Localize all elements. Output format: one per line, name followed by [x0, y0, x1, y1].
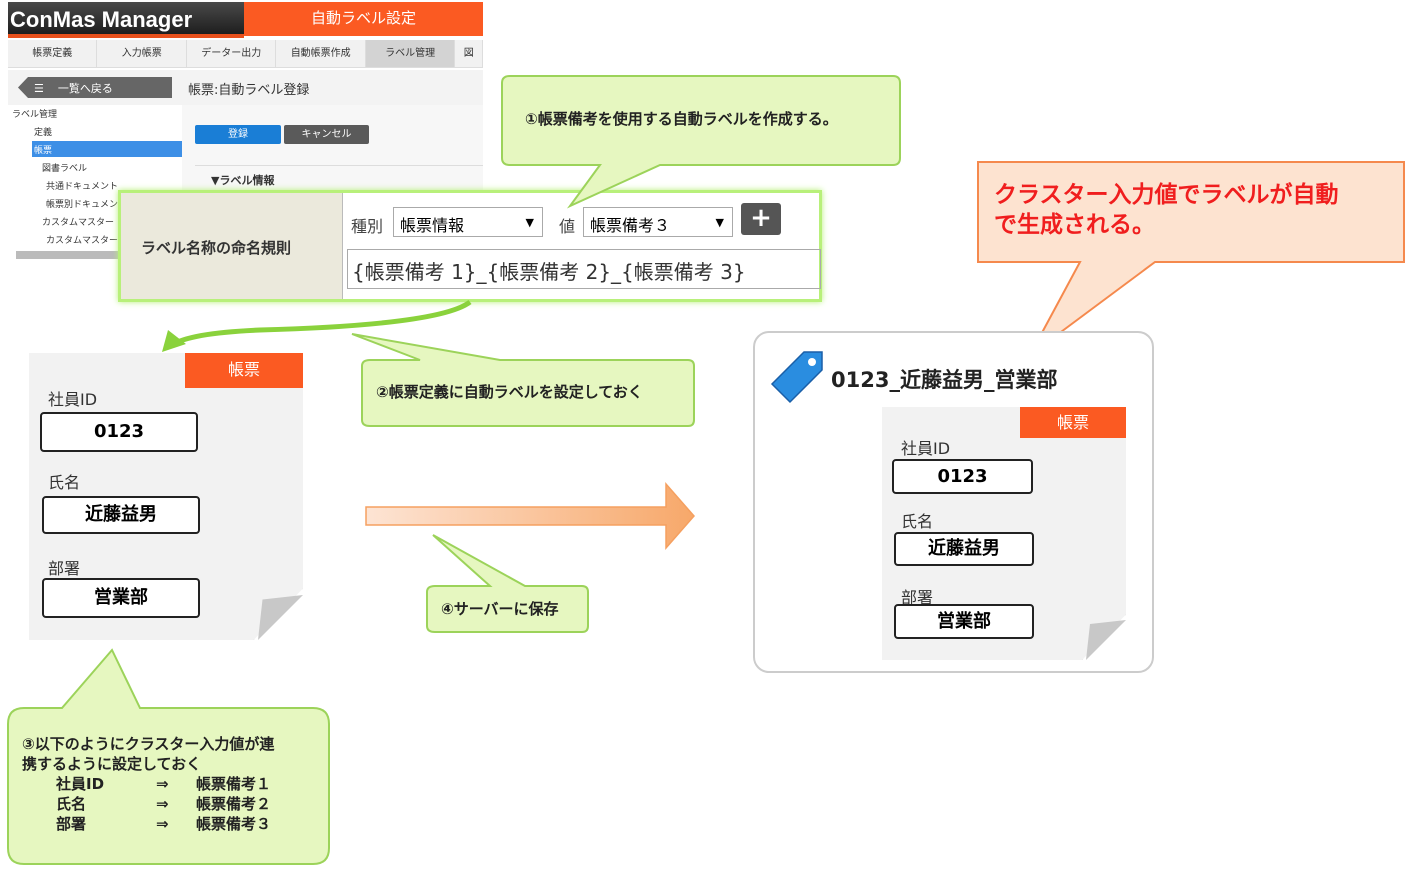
type-label: 種別 — [351, 217, 384, 236]
tab-data-output[interactable]: データー出力 — [187, 40, 277, 67]
back-button[interactable]: ☰ 一覧へ戻る — [18, 77, 172, 98]
right-arrow — [365, 482, 695, 550]
type-select[interactable]: 帳票情報▼ — [393, 207, 543, 237]
tab-form-def[interactable]: 帳票定義 — [8, 40, 98, 67]
tab-more[interactable]: 図 — [455, 40, 483, 67]
naming-rule-panel: ラベル名称の命名規則 種別 帳票情報▼ 値 帳票備考３▼ + {帳票備考 1}_… — [118, 190, 822, 302]
callout-4-text: ④サーバーに保存 — [441, 600, 559, 618]
callout-5-text: クラスター入力値でラベルが自動で生成される。 — [994, 182, 1339, 238]
formula-input[interactable]: {帳票備考 1}_{帳票備考 2}_{帳票備考 3} — [347, 249, 821, 289]
field-dept: 営業部 — [894, 604, 1034, 639]
field-dept[interactable]: 営業部 — [42, 578, 200, 618]
form-tag: 帳票 — [1020, 407, 1126, 438]
app-title: ConMas Manager — [8, 2, 244, 38]
section-header: ▼ラベル情報 — [195, 165, 483, 193]
cancel-button[interactable]: キャンセル — [284, 125, 369, 144]
callout-3-text: ③以下のようにクラスター入力値が連携するように設定しておく 社員ID⇒帳票備考１… — [22, 735, 275, 833]
callout-3-bubble — [7, 648, 330, 865]
callout-5-bubble — [977, 161, 1405, 356]
field-label: 社員ID — [48, 390, 98, 409]
tree-item-selected[interactable]: 帳票 — [32, 141, 182, 157]
field-employee-id: 0123 — [892, 459, 1033, 494]
rule-label: ラベル名称の命名規則 — [121, 193, 343, 299]
field-label: 氏名 — [48, 473, 81, 492]
value-label: 値 — [559, 217, 576, 236]
add-button[interactable]: + — [741, 203, 781, 235]
field-employee-id[interactable]: 0123 — [40, 412, 198, 452]
field-label: 氏名 — [901, 512, 934, 531]
tree-item[interactable]: 図書ラベル — [42, 164, 88, 174]
scrollbar[interactable] — [16, 251, 126, 259]
list-icon: ☰ — [34, 82, 58, 95]
page-title: 帳票:自動ラベル登録 — [188, 83, 310, 98]
callout-4-bubble — [426, 534, 589, 633]
field-name: 近藤益男 — [894, 532, 1034, 566]
callout-2-text: ②帳票定義に自動ラベルを設定しておく — [376, 383, 643, 401]
field-name[interactable]: 近藤益男 — [42, 496, 200, 534]
tree-item[interactable]: カスタムマスター — [46, 236, 119, 246]
tree-item[interactable]: 帳票別ドキュメント — [46, 200, 128, 210]
tab-input-form[interactable]: 入力帳票 — [97, 40, 187, 67]
curved-arrow-head — [162, 330, 186, 352]
back-label: 一覧へ戻る — [57, 82, 113, 95]
field-label: 部署 — [48, 559, 81, 578]
result-label: 0123_近藤益男_営業部 — [831, 368, 1058, 392]
form-tag: 帳票 — [185, 353, 303, 388]
field-label: 社員ID — [901, 439, 951, 458]
banner: 自動ラベル設定 — [244, 2, 483, 36]
result-form-document: 帳票 社員ID 0123 氏名 近藤益男 部署 営業部 — [882, 407, 1126, 660]
value-select[interactable]: 帳票備考３▼ — [583, 207, 733, 237]
tree-item[interactable]: ラベル管理 — [12, 110, 58, 120]
register-button[interactable]: 登録 — [195, 125, 281, 144]
tag-icon — [770, 351, 823, 404]
tree-item[interactable]: カスタムマスター — [42, 218, 115, 228]
callout-1-bubble — [501, 75, 901, 209]
nav-bar: 帳票定義 入力帳票 データー出力 自動帳票作成 ラベル管理 図 — [8, 40, 483, 68]
field-label: 部署 — [901, 588, 934, 607]
tree-item[interactable]: 定義 — [34, 128, 53, 138]
tree-item[interactable]: 共通ドキュメント — [46, 182, 119, 192]
callout-2-bubble — [351, 333, 695, 427]
form-document: 帳票 社員ID 0123 氏名 近藤益男 部署 営業部 — [29, 353, 303, 640]
tab-label-mgmt[interactable]: ラベル管理 — [365, 40, 456, 67]
callout-1-text: ①帳票備考を使用する自動ラベルを作成する。 — [525, 110, 838, 128]
curved-arrow — [170, 299, 472, 348]
tab-auto-form[interactable]: 自動帳票作成 — [276, 40, 366, 67]
